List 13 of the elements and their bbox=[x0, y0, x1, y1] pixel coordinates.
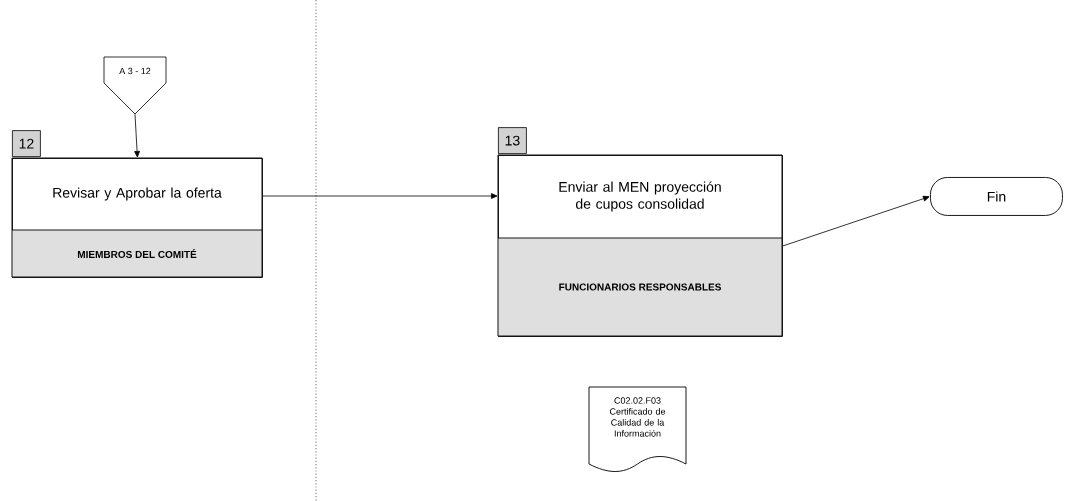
step-number: 12 bbox=[12, 130, 41, 157]
terminator: Fin bbox=[930, 177, 1063, 216]
arrow bbox=[134, 113, 140, 158]
activity-text: Enviar al MEN proyección de cupos consolidad bbox=[559, 181, 721, 212]
arrow bbox=[782, 195, 930, 247]
role-label: FUNCIONARIOS RESPONSABLES bbox=[559, 283, 721, 291]
role-label: MIEMBROS DEL COMITÉ bbox=[77, 249, 197, 258]
activity-box bbox=[11, 130, 263, 278]
arrow bbox=[262, 193, 498, 199]
activity-text: Revisar y Aprobar la oferta bbox=[53, 187, 222, 201]
offpage-connector: A 3 - 12 bbox=[103, 56, 167, 115]
activity-box bbox=[497, 127, 783, 337]
step-number: 13 bbox=[498, 127, 527, 154]
